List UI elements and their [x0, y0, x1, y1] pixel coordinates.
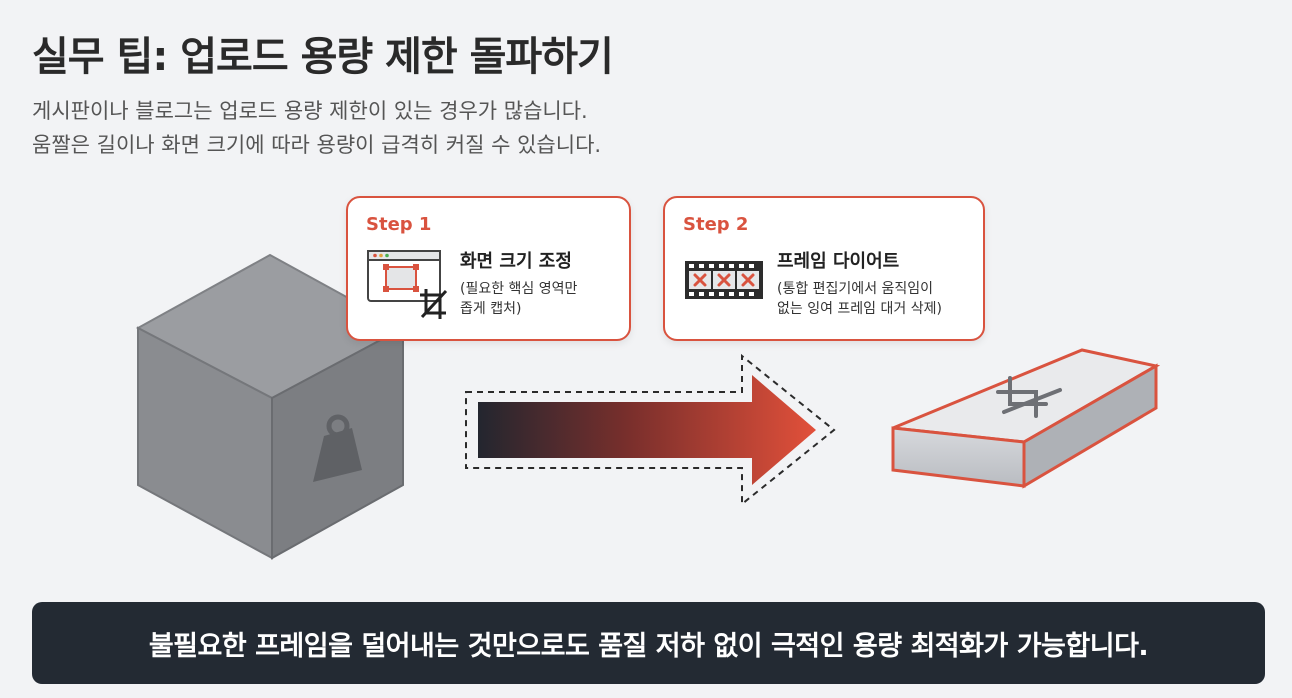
- step-2-label: Step 2: [683, 214, 749, 235]
- film-strip-icon: [685, 261, 763, 299]
- step-2-desc-line-2: 없는 잉여 프레임 대거 삭제): [777, 301, 942, 317]
- step-1-card: Step 1 화면 크기 조정 (필요한 핵심 영역만 좁게 캡처): [346, 196, 631, 341]
- step-2-heading: 프레임 다이어트: [777, 251, 900, 272]
- step-1-desc-line-1: (필요한 핵심 영역만: [460, 281, 578, 297]
- step-2-desc-line-1: (통합 편집기에서 움직임이: [777, 281, 934, 297]
- gradient-arrow: [465, 353, 836, 507]
- step-2-description: (통합 편집기에서 움직임이 없는 잉여 프레임 대거 삭제): [777, 279, 942, 319]
- crop-icon: [996, 376, 1062, 418]
- step-2-card: Step 2 프레임 다이어트: [663, 196, 985, 341]
- subtitle-line-1: 게시판이나 블로그는 업로드 용량 제한이 있는 경우가 많습니다.: [32, 99, 588, 123]
- weight-icon: [313, 414, 362, 482]
- heavy-cube: [135, 253, 406, 560]
- page-title: 실무 팁: 업로드 용량 제한 돌파하기: [32, 34, 614, 80]
- step-1-heading: 화면 크기 조정: [460, 251, 572, 272]
- subtitle-line-2: 움짤은 길이나 화면 크기에 따라 용량이 급격히 커질 수 있습니다.: [32, 133, 602, 157]
- step-1-label: Step 1: [366, 214, 432, 235]
- summary-banner: 불필요한 프레임을 덜어내는 것만으로도 품질 저하 없이 극적인 용량 최적화…: [32, 602, 1265, 684]
- light-slab: [891, 348, 1161, 489]
- browser-crop-icon: [367, 250, 448, 319]
- step-1-desc-line-2: 좁게 캡처): [460, 301, 522, 317]
- subtitle: 게시판이나 블로그는 업로드 용량 제한이 있는 경우가 많습니다. 움짤은 길…: [32, 94, 601, 162]
- step-1-description: (필요한 핵심 영역만 좁게 캡처): [460, 279, 577, 319]
